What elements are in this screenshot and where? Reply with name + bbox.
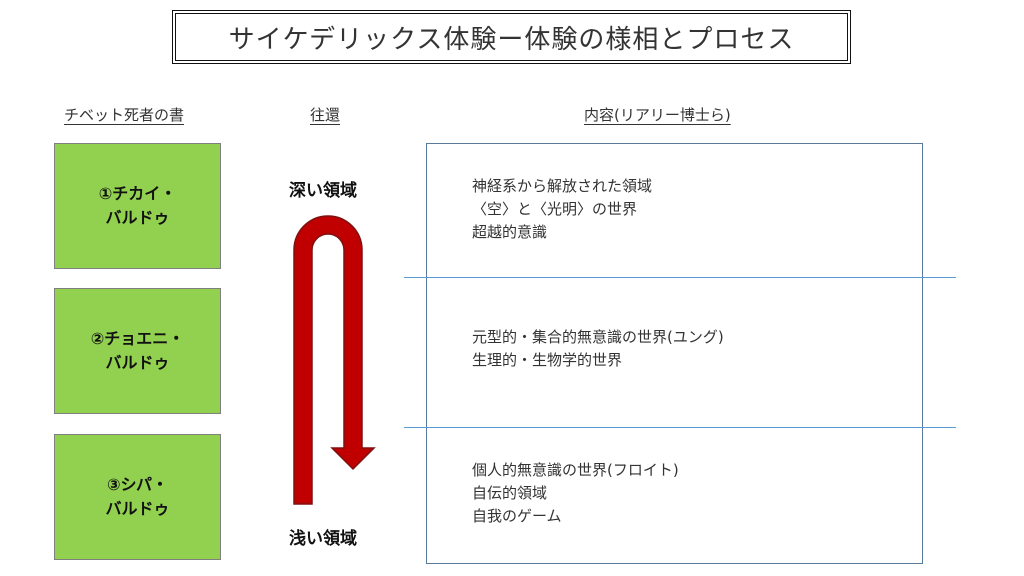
content-line: 神経系から解放された領域	[472, 177, 653, 195]
header-round-trip: 往還	[310, 106, 341, 124]
header-tibetan-book: チベット死者の書	[64, 106, 185, 124]
stage-box-chikai: ①チカイ・ バルドゥ	[54, 143, 221, 269]
content-line: 個人的無意識の世界(フロイト)	[472, 461, 679, 479]
content-line: 元型的・集合的無意識の世界(ユング)	[472, 328, 724, 346]
content-line: 生理的・生物学的世界	[472, 351, 623, 369]
stage-label-line2: バルドゥ	[105, 353, 170, 372]
stage-box-sidpa: ③シパ・ バルドゥ	[54, 434, 221, 560]
shallow-region-label: 浅い領域	[289, 529, 357, 549]
stage-label-line2: バルドゥ	[105, 208, 170, 227]
diagram-title: サイケデリックス体験ー体験の様相とプロセス	[172, 10, 851, 64]
content-line: 自伝的領域	[472, 484, 548, 502]
content-frame	[426, 143, 923, 564]
header-content: 内容(リアリー博士ら)	[584, 106, 731, 124]
deep-region-label: 深い領域	[289, 181, 357, 201]
stage-label-line2: バルドゥ	[105, 499, 170, 518]
content-line: 超越的意識	[472, 223, 548, 241]
stage-box-chonyid: ②チョエニ・ バルドゥ	[54, 288, 221, 414]
stage-label-line1: ②チョエニ・	[90, 329, 185, 348]
section-divider-lower	[404, 427, 956, 428]
section-divider-upper	[404, 277, 956, 278]
stage-label-line1: ③シパ・	[106, 475, 169, 494]
stage-label-line1: ①チカイ・	[98, 184, 177, 203]
content-line: 自我のゲーム	[472, 507, 562, 525]
content-line: 〈空〉と〈光明〉の世界	[472, 200, 638, 218]
content-middle-region: 元型的・集合的無意識の世界(ユング) 生理的・生物学的世界	[472, 326, 724, 372]
content-deep-region: 神経系から解放された領域 〈空〉と〈光明〉の世界 超越的意識	[472, 175, 652, 244]
content-shallow-region: 個人的無意識の世界(フロイト) 自伝的領域 自我のゲーム	[472, 459, 679, 528]
